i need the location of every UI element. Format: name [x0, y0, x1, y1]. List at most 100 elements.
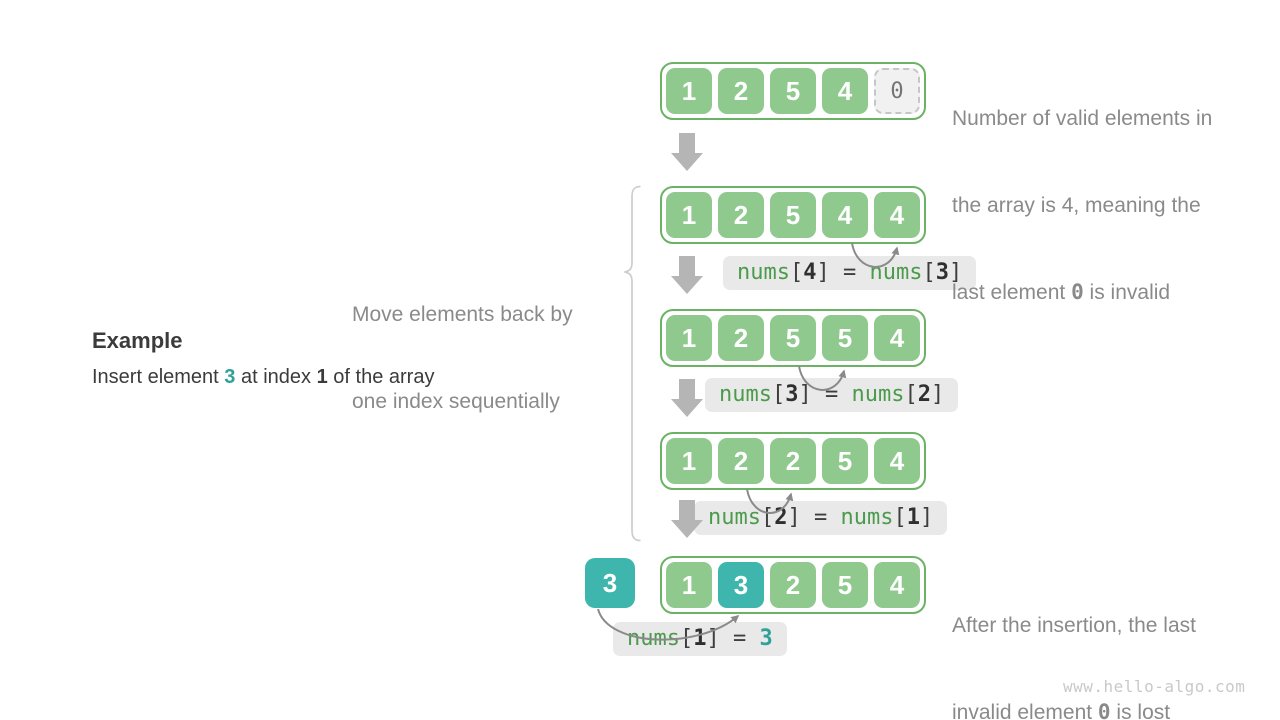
text-part: ]	[948, 260, 963, 285]
text-part: 3	[759, 626, 773, 651]
note-line: one index sequentially	[352, 387, 573, 416]
down-arrow-icon	[671, 256, 703, 294]
array-cell: 1	[666, 68, 712, 114]
array-cell: 5	[822, 562, 868, 608]
array-cell: 2	[770, 562, 816, 608]
text-part: 1	[693, 626, 707, 651]
text-part: Insert element	[92, 366, 225, 388]
array-cell: 2	[718, 192, 764, 238]
text-part: [	[771, 382, 786, 407]
array-cell: 4	[874, 192, 920, 238]
text-part: 2	[917, 382, 931, 407]
note-line: the array is 4, meaning the	[952, 191, 1212, 220]
array-cell: 4	[874, 562, 920, 608]
note-move-elements: Move elements back by one index sequenti…	[352, 242, 573, 474]
array-cell-inserted: 3	[718, 562, 764, 608]
text-part: [	[904, 382, 918, 407]
text-part: 3	[785, 382, 799, 407]
text-part: =	[811, 382, 852, 407]
text-part: ]	[919, 505, 934, 530]
array-cell: 5	[822, 315, 868, 361]
example-description: Insert element 3 at index 1 of the array	[92, 366, 434, 389]
text-part: After the insertion, the last	[952, 614, 1196, 637]
array-row-move-2: 1 2 5 5 4	[660, 309, 926, 367]
text-part: =	[800, 505, 841, 530]
array-row-move-3: 1 2 2 5 4	[660, 432, 926, 490]
text-part: [	[789, 260, 804, 285]
array-cell: 4	[874, 315, 920, 361]
array-row-move-1: 1 2 5 4 4	[660, 186, 926, 244]
note-valid-elements: Number of valid elements in the array is…	[952, 46, 1212, 365]
down-arrow-icon	[671, 133, 703, 171]
text-part: ]	[798, 382, 812, 407]
array-cell: 2	[718, 315, 764, 361]
text-part: 4	[803, 260, 817, 285]
array-cell: 4	[822, 192, 868, 238]
text-part: is lost	[1110, 701, 1171, 720]
text-part: at index	[235, 366, 317, 388]
text-part: =	[719, 626, 760, 651]
text-part: 1	[906, 505, 920, 530]
text-part: nums	[737, 260, 790, 285]
grouping-brace-icon	[624, 185, 641, 542]
code-label-nums2: nums[2] = nums[1]	[694, 501, 948, 535]
text-part: [	[760, 505, 775, 530]
note-after-insertion: After the insertion, the last invalid el…	[952, 553, 1196, 720]
note-line: last element 0 is invalid	[952, 278, 1212, 307]
text-part: nums	[719, 382, 772, 407]
note-line: invalid element 0 is lost	[952, 698, 1196, 720]
text-part: 2	[774, 505, 788, 530]
array-cell: 5	[770, 315, 816, 361]
text-part: [	[922, 260, 936, 285]
array-cell: 1	[666, 562, 712, 608]
code-label-insert: nums[1] = 3	[613, 622, 787, 656]
text-part: invalid element	[952, 701, 1098, 720]
text-part: ]	[787, 505, 801, 530]
text-part: ]	[816, 260, 830, 285]
array-cell: 5	[770, 68, 816, 114]
text-part: 3	[224, 366, 236, 388]
text-part: 1	[316, 366, 328, 388]
note-line: Move elements back by	[352, 300, 573, 329]
text-part: 0	[1071, 280, 1084, 304]
example-title: Example	[92, 328, 183, 353]
array-cell: 2	[718, 438, 764, 484]
text-part: the array is 4, meaning the	[952, 194, 1201, 217]
down-arrow-icon	[671, 379, 703, 417]
text-part: =	[829, 260, 870, 285]
text-part: Number of valid elements in	[952, 107, 1213, 130]
array-cell: 4	[874, 438, 920, 484]
note-line: Number of valid elements in	[952, 104, 1212, 133]
text-part: nums	[840, 505, 894, 530]
text-part: [	[679, 626, 694, 651]
text-part: nums	[708, 505, 761, 530]
text-part: one index sequentially	[352, 390, 560, 413]
note-line: After the insertion, the last	[952, 611, 1196, 640]
array-row-initial: 1 2 5 4 0	[660, 62, 926, 120]
code-label-nums4: nums[4] = nums[3]	[723, 256, 977, 290]
text-part: last element	[952, 281, 1072, 304]
text-part: nums	[627, 626, 680, 651]
array-cell: 5	[822, 438, 868, 484]
text-part: [	[893, 505, 907, 530]
text-part: nums	[851, 382, 905, 407]
array-cell: 4	[822, 68, 868, 114]
array-row-after-insert: 1 3 2 5 4	[660, 556, 926, 614]
array-cell: 1	[666, 192, 712, 238]
text-part: 3	[935, 260, 949, 285]
text-part: ]	[706, 626, 720, 651]
text-part: 0	[1097, 700, 1111, 720]
footer-url: www.hello-algo.com	[1063, 677, 1246, 696]
array-cell-invalid: 0	[874, 68, 920, 114]
text-part: is invalid	[1083, 281, 1171, 304]
code-label-nums3: nums[3] = nums[2]	[705, 378, 959, 412]
text-part: Move elements back by	[352, 303, 573, 326]
text-part: ]	[930, 382, 945, 407]
array-cell: 5	[770, 192, 816, 238]
array-cell: 1	[666, 438, 712, 484]
array-cell: 1	[666, 315, 712, 361]
text-part: nums	[869, 260, 923, 285]
array-cell: 2	[770, 438, 816, 484]
array-cell: 2	[718, 68, 764, 114]
